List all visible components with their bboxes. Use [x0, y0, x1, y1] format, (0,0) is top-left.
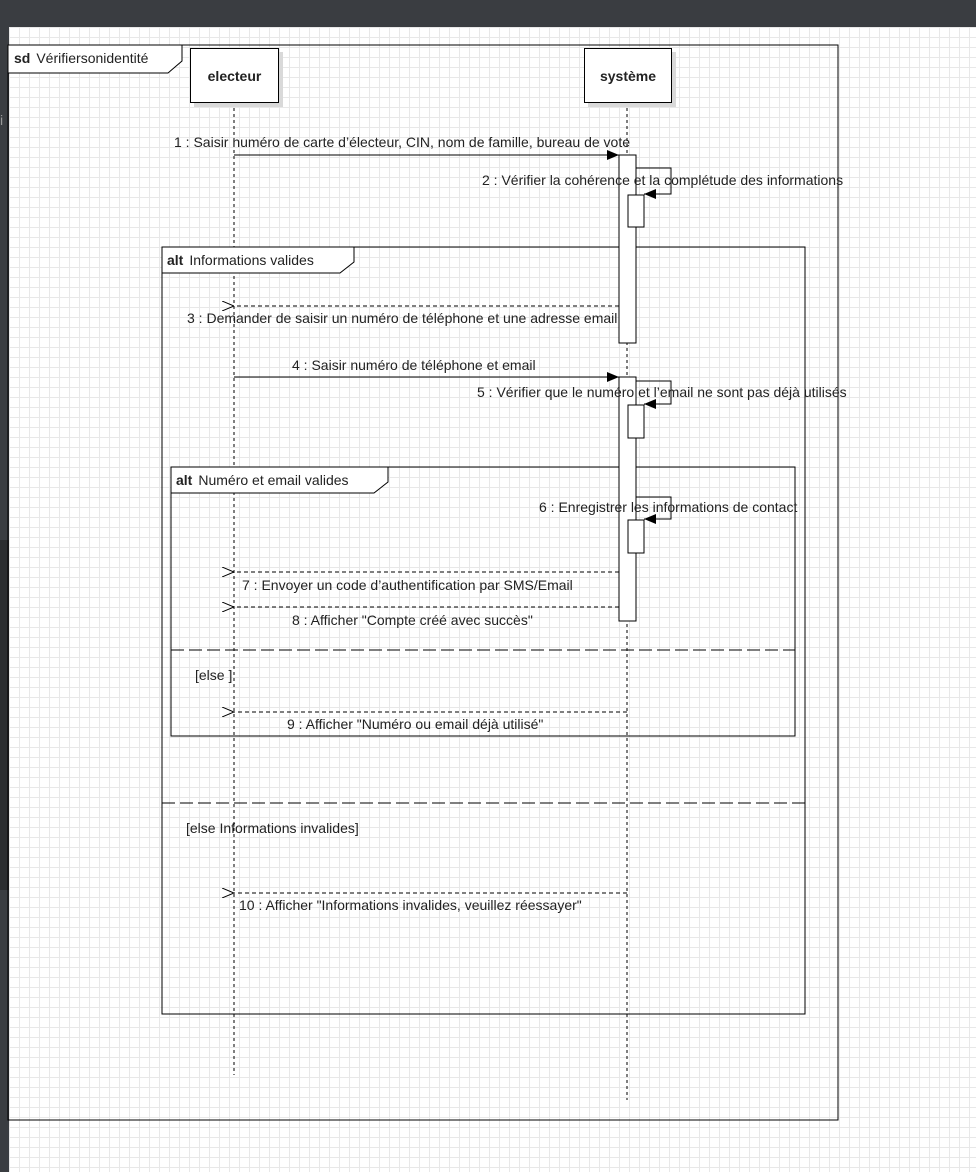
lifeline-electeur[interactable]: electeur	[190, 48, 279, 103]
sd-keyword: sd	[14, 50, 31, 66]
alt-frame-outer-tab	[161, 246, 355, 274]
message-3-label: 3 : Demander de saisir un numéro de télé…	[187, 310, 618, 326]
message-9-label: 9 : Afficher "Numéro ou email déjà utili…	[287, 716, 544, 732]
inner-else-guard: [else ]	[195, 667, 233, 683]
alt-frame-outer	[161, 246, 806, 1015]
self-activation-3	[627, 519, 645, 554]
alt-frame-inner-tab	[170, 466, 389, 494]
alt-inner-keyword: alt	[176, 472, 193, 488]
sd-frame	[7, 44, 839, 1121]
alt-inner-condition: Numéro et email valides	[198, 472, 349, 488]
alt-inner-title: alt Numéro et email valides	[176, 472, 349, 488]
message-2-label: 2 : Vérifier la cohérence et la complétu…	[482, 172, 844, 188]
message-1-label: 1 : Saisir numéro de carte d’électeur, C…	[174, 134, 631, 150]
message-2-arrow	[636, 167, 672, 199]
sd-name: Vérifiersonidentité	[36, 50, 149, 66]
self-activation-2	[627, 404, 645, 439]
message-5-arrow	[636, 380, 672, 409]
message-6-label: 6 : Enregistrer les informations de cont…	[539, 499, 798, 515]
sd-frame-tab	[7, 44, 183, 74]
message-10-label: 10 : Afficher "Informations invalides, v…	[239, 897, 582, 913]
alt-outer-title: alt Informations valides	[167, 252, 314, 268]
lifeline-systeme[interactable]: système	[584, 48, 672, 103]
sd-frame-title: sd Vérifiersonidentité	[14, 50, 148, 66]
message-6-arrow	[636, 496, 672, 524]
self-activation-1	[627, 194, 645, 228]
editor-top-bar	[0, 0, 976, 27]
alt-frame-inner	[170, 466, 796, 737]
alt-outer-condition: Informations valides	[189, 252, 314, 268]
message-7-label: 7 : Envoyer un code d’authentification p…	[242, 577, 573, 593]
editor-left-panel-shade	[0, 540, 9, 890]
outer-else-guard: [else Informations invalides]	[186, 820, 359, 836]
alt-outer-keyword: alt	[167, 252, 184, 268]
message-4-label: 4 : Saisir numéro de téléphone et email	[292, 357, 536, 373]
left-panel-glyph: i	[0, 112, 4, 128]
message-8-label: 8 : Afficher "Compte créé avec succès"	[292, 612, 533, 628]
diagram-canvas[interactable]	[9, 27, 976, 1172]
message-5-label: 5 : Vérifier que le numéro et l’email ne…	[477, 384, 847, 400]
